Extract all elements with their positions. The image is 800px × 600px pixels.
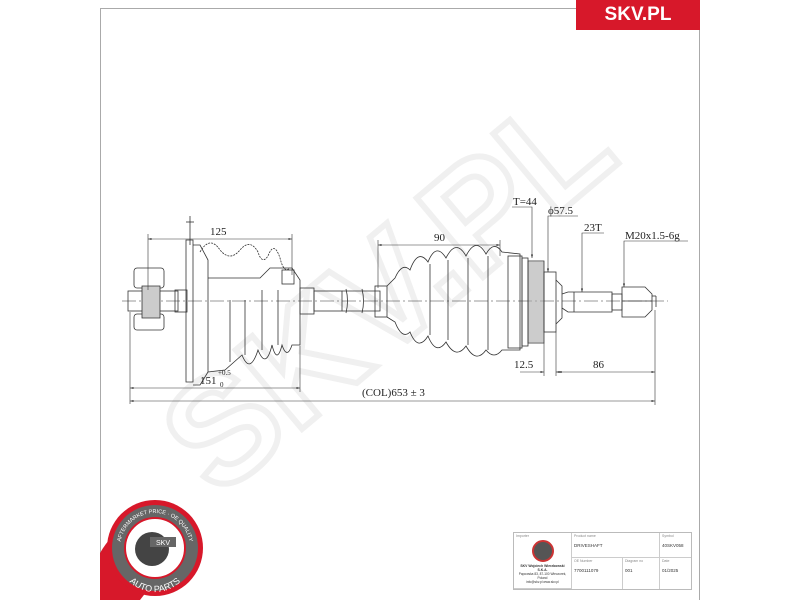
importer-name: SKV Wojciech Wierzbowski S.K.A. xyxy=(520,564,565,572)
oe-number-label: OE Number xyxy=(574,559,593,563)
dim-total-length: (COL)653 ± 3 xyxy=(362,387,425,399)
product-name-cell: Product name DRIVESHAFT xyxy=(572,533,660,558)
title-block: Importer SKV Wojciech Wierzbowski S.K.A.… xyxy=(513,532,692,590)
drawing-frame xyxy=(100,8,700,600)
shaft xyxy=(299,287,381,315)
importer-contact: info@skv.pl www.skv.pl xyxy=(526,580,559,584)
brand-label: SKV.PL xyxy=(604,4,672,25)
diagram-no: 001 xyxy=(625,568,633,573)
watermark: SKV.PL xyxy=(130,56,642,524)
diagram-no-cell: Diagram no 001 xyxy=(623,558,660,589)
importer-label: Importer xyxy=(516,534,530,538)
skv-auto-parts-logo: SKV AFTERMARKET PRICE · OE QUALITY AUTO … xyxy=(100,500,203,600)
diagram-no-label: Diagram no xyxy=(625,559,644,563)
product-name: DRIVESHAFT xyxy=(574,543,603,548)
symbol-cell: Symbol 40SKV058 xyxy=(660,533,691,558)
dim-spline: 23T xyxy=(584,222,602,234)
dim-thread: M20x1.5-6g xyxy=(625,230,680,242)
dim-90: 90 xyxy=(434,232,446,244)
importer-address: Papowska 83, 87-100 Wieczorek, Poland xyxy=(518,572,567,580)
dim-86: 86 xyxy=(593,359,605,371)
dim-abs-teeth: T=44 xyxy=(513,196,537,208)
nut xyxy=(621,286,653,318)
product-name-label: Product name xyxy=(574,534,596,538)
importer-cell: Importer SKV Wojciech Wierzbowski S.K.A.… xyxy=(514,533,572,589)
symbol-label: Symbol xyxy=(662,534,674,538)
brand-banner[interactable]: SKV.PL xyxy=(576,0,700,30)
logo-center-text: SKV xyxy=(156,540,170,547)
abs-ring xyxy=(521,257,563,347)
symbol: 40SKV058 xyxy=(662,543,684,548)
oe-number: 7700111079 xyxy=(574,568,599,573)
oe-number-cell: OE Number 7700111079 xyxy=(572,558,623,589)
date-label: Date xyxy=(662,559,670,563)
dim-151-tol-lower: 0 xyxy=(220,381,224,389)
outer-boot xyxy=(374,245,523,357)
date-cell: Date 01/2025 xyxy=(660,558,691,589)
dim-151: 151 xyxy=(200,375,217,387)
splined-stub xyxy=(561,286,657,318)
dim-125: 125 xyxy=(210,226,227,238)
dim-12-5: 12.5 xyxy=(514,359,534,371)
importer-logo xyxy=(531,540,554,562)
date: 01/2025 xyxy=(662,568,679,573)
dim-151-tol-upper: +0.5 xyxy=(218,369,231,377)
dim-diameter: ϕ57.5 xyxy=(548,205,574,217)
